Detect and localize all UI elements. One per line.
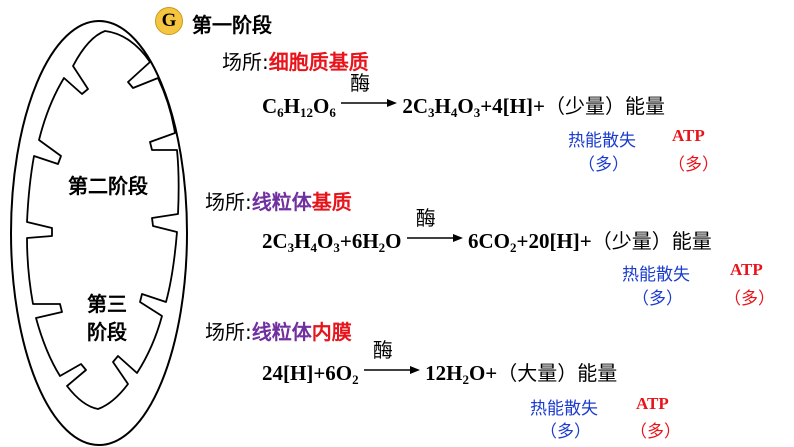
stage2-heat-loss: 热能散失 bbox=[622, 265, 690, 285]
stage3-atp: ATP bbox=[636, 394, 669, 413]
stage3-heat-loss: 热能散失 bbox=[530, 399, 598, 419]
mitochondrion-diagram bbox=[10, 20, 188, 446]
reaction-arrow: 酶 bbox=[341, 71, 398, 115]
stage3-place: 场所:线粒体内膜 bbox=[205, 320, 352, 344]
stage3-heat-many: （多） bbox=[540, 422, 591, 442]
stage2-side-label: 第二阶段 bbox=[68, 174, 148, 198]
stage1-title: 第一阶段 bbox=[192, 13, 272, 37]
stage2-heat-many: （多） bbox=[632, 289, 683, 309]
stage1-atp: ATP bbox=[672, 126, 705, 145]
stage2-atp: ATP bbox=[730, 260, 763, 279]
outer-membrane bbox=[10, 20, 188, 446]
stage2-place: 场所:线粒体基质 bbox=[205, 190, 352, 214]
stage1-heat-loss: 热能散失 bbox=[568, 131, 636, 151]
stage2-atp-many: （多） bbox=[724, 289, 775, 309]
stage1-heat-many: （多） bbox=[578, 155, 629, 175]
stage3-atp-many: （多） bbox=[630, 422, 681, 442]
enzyme-label: 酶 bbox=[350, 71, 371, 95]
stage1-atp-many: （多） bbox=[668, 155, 719, 175]
place-prefix: 场所: bbox=[222, 50, 269, 74]
g-badge-icon: G bbox=[155, 7, 183, 35]
stage1-equation: C6H12O6 酶 2C3H4O3+4[H]+（少量）能量 bbox=[262, 71, 665, 121]
inner-membrane-cristae bbox=[26, 30, 180, 410]
stage1-place: 场所:细胞质基质 bbox=[222, 46, 369, 75]
reaction-arrow: 酶 bbox=[363, 338, 420, 382]
stage3-side-label-line1: 第三 bbox=[87, 292, 127, 316]
stage3-equation: 24[H]+6O2 酶 12H2O+（大量）能量 bbox=[262, 338, 618, 387]
reaction-arrow: 酶 bbox=[406, 206, 463, 250]
stage1-place-name: 细胞质基质 bbox=[268, 50, 369, 74]
stage3-side-label-line2: 阶段 bbox=[87, 320, 127, 344]
stage2-equation: 2C3H4O3+6H2O 酶 6CO2+20[H]+（少量）能量 bbox=[262, 206, 712, 255]
